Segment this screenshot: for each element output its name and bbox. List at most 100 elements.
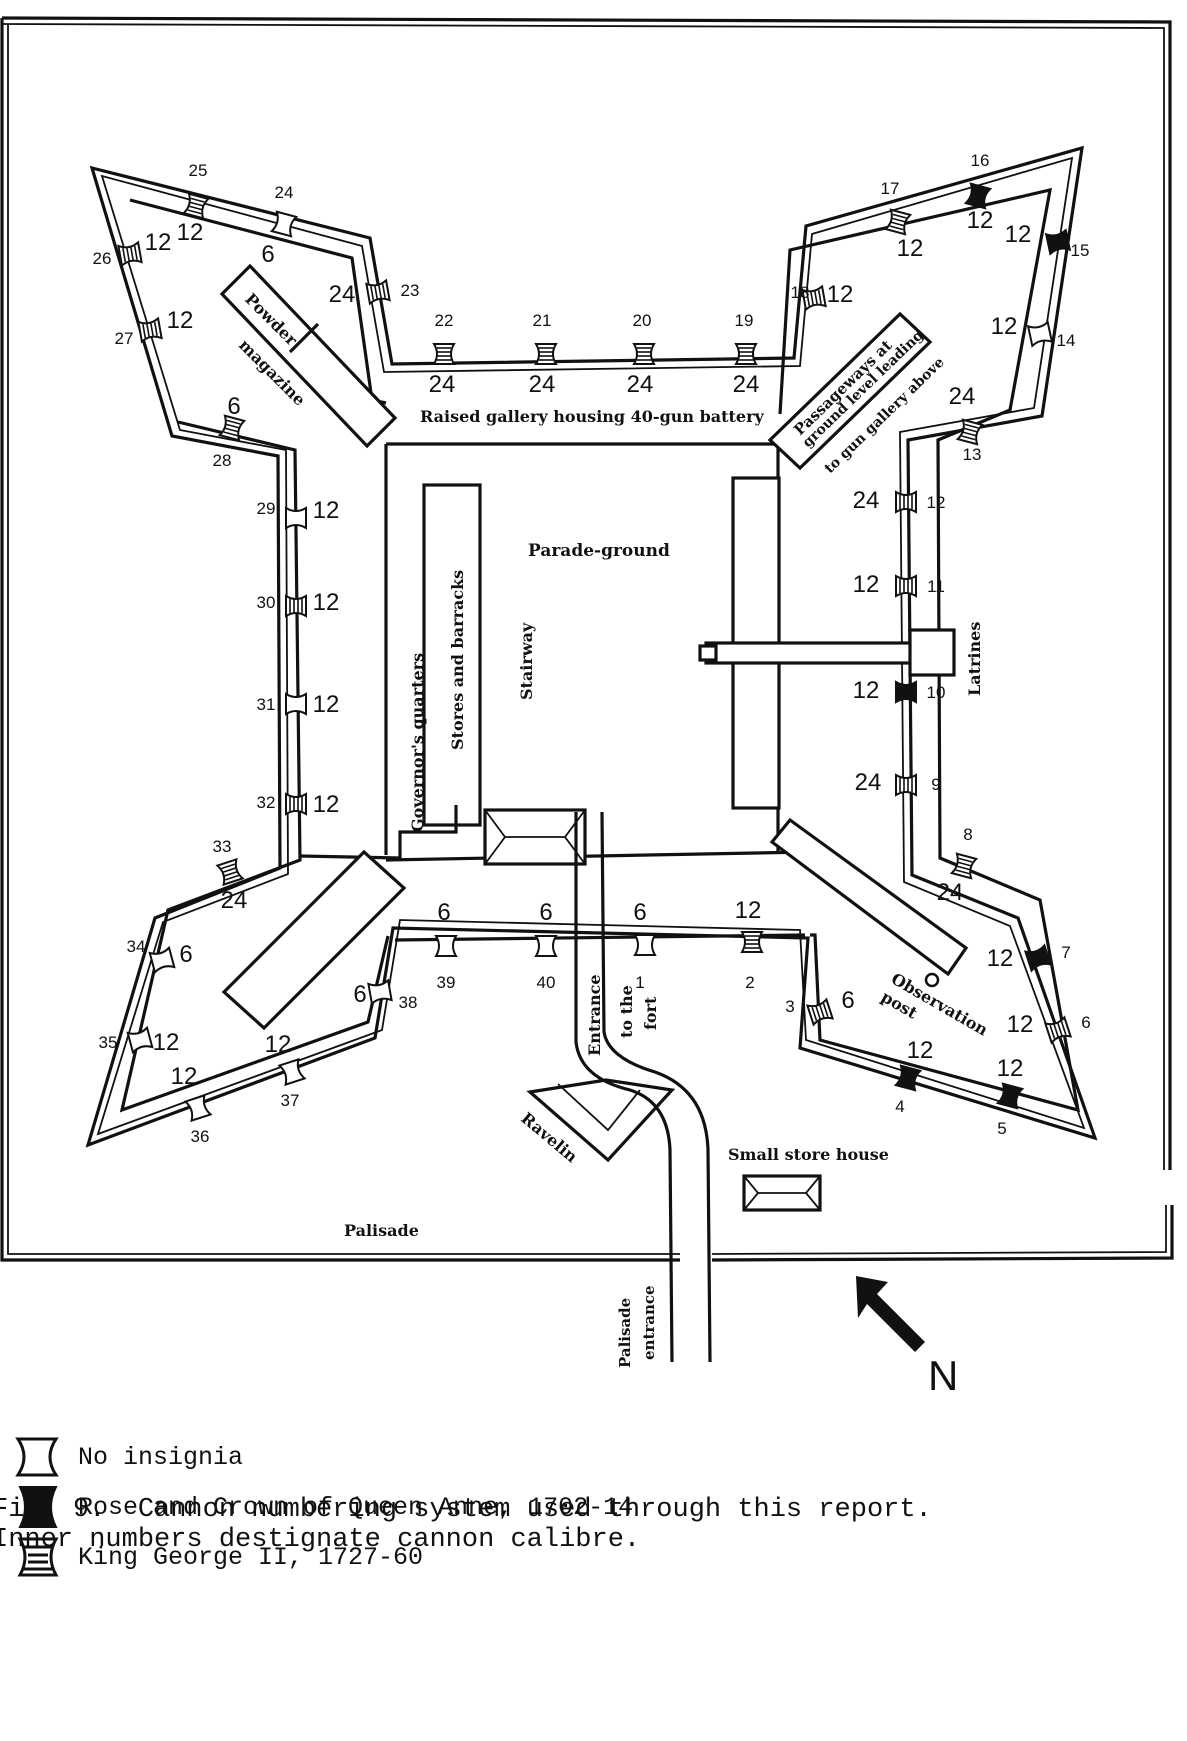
cannon-calibre-label: 12 xyxy=(827,281,854,308)
cannon-number-label: 20 xyxy=(633,311,652,330)
north-label: N xyxy=(928,1352,958,1399)
cannon-calibre-label: 12 xyxy=(987,945,1014,972)
cannon-calibre-label: 6 xyxy=(633,899,646,926)
cannon-calibre-label: 12 xyxy=(313,497,340,524)
cannon-calibre-label: 12 xyxy=(1007,1011,1034,1038)
no-insignia-icon xyxy=(269,210,299,238)
cannon-number-label: 23 xyxy=(401,281,420,300)
cannon-calibre-label: 12 xyxy=(735,897,762,924)
cannon-calibre-label: 24 xyxy=(627,371,654,398)
cannon-calibre-label: 24 xyxy=(329,281,356,308)
no-insignia-icon xyxy=(1026,320,1054,348)
parade-ground-label: Parade-ground xyxy=(528,541,670,561)
king-george-icon xyxy=(632,343,656,365)
palisade-label: Palisade xyxy=(344,1221,419,1240)
legend-label: Rose and Crown of Queen Anne, 1702-14 xyxy=(78,1492,634,1522)
caption-line-1: Fig. 9. Cannon numbering system used thr… xyxy=(0,1495,932,1525)
palisade-entrance-label-1: Palisade xyxy=(616,1298,634,1368)
observation-post-marker xyxy=(924,972,940,988)
king-george-icon xyxy=(285,594,307,618)
cannon-number-label: 30 xyxy=(257,593,276,612)
cannon-calibre-label: 12 xyxy=(907,1037,934,1064)
cannon-calibre-label: 6 xyxy=(179,941,192,968)
cannon-calibre-label: 6 xyxy=(353,981,366,1008)
cannon-number-label: 7 xyxy=(1061,943,1070,962)
cannon-number-label: 36 xyxy=(191,1127,210,1146)
no-insignia-icon xyxy=(15,1437,59,1477)
cannon-number-label: 4 xyxy=(895,1097,904,1116)
king-george-icon xyxy=(534,343,558,365)
legend-label: King George II, 1727-60 xyxy=(78,1542,424,1572)
cannon-calibre-label: 12 xyxy=(853,571,880,598)
cannon-calibre-label: 24 xyxy=(949,383,976,410)
cannon-number-label: 26 xyxy=(93,249,112,268)
rose-crown-icon xyxy=(895,680,917,704)
cannon-calibre-label: 12 xyxy=(167,307,194,334)
cannon-calibre-label: 12 xyxy=(313,691,340,718)
entrance-label-2: to the xyxy=(617,985,636,1038)
cannon-calibre-label: 12 xyxy=(313,791,340,818)
king-george-icon xyxy=(217,414,247,442)
cannon-number-label: 15 xyxy=(1071,241,1090,260)
cannon-calibre-label: 12 xyxy=(313,589,340,616)
latrines xyxy=(698,628,956,677)
cannon-number-label: 22 xyxy=(435,311,454,330)
observation-building xyxy=(769,817,969,977)
cannon-number-label: 21 xyxy=(533,311,552,330)
cannon-calibre-label: 24 xyxy=(529,371,556,398)
cannon-calibre-label: 12 xyxy=(177,219,204,246)
king-george-icon xyxy=(365,278,391,306)
cannon-calibre-label: 12 xyxy=(853,677,880,704)
cannon-calibre-label: 12 xyxy=(153,1029,180,1056)
cannon-number-label: 9 xyxy=(931,775,940,794)
entrance-road xyxy=(574,811,712,1363)
governors-quarters-outline xyxy=(398,805,458,860)
no-insignia-icon xyxy=(367,978,393,1006)
cannon-number-label: 18 xyxy=(791,283,810,302)
rose-crown-icon xyxy=(893,1064,923,1092)
figure-caption: Fig. 9. Cannon numbering system used thr… xyxy=(0,1495,932,1555)
gatehouse xyxy=(483,808,587,866)
north-arrow-icon: N xyxy=(856,1276,958,1399)
cannon-number-label: 17 xyxy=(881,179,900,198)
king-george-icon xyxy=(1043,1015,1073,1045)
king-george-icon xyxy=(285,792,307,816)
cannon-calibre-label: 12 xyxy=(997,1055,1024,1082)
no-insignia-icon xyxy=(148,945,176,975)
southwest-building xyxy=(221,849,407,1031)
entrance-label-3: fort xyxy=(641,996,660,1030)
cannon-calibre-label: 24 xyxy=(855,769,882,796)
king-george-icon xyxy=(883,208,913,236)
cannon-number-label: 27 xyxy=(115,329,134,348)
king-george-icon xyxy=(215,857,245,887)
cannon-number-label: 29 xyxy=(257,499,276,518)
cannon-number-label: 5 xyxy=(997,1119,1006,1138)
no-insignia-icon xyxy=(434,935,458,957)
cannon-number-label: 10 xyxy=(927,683,946,702)
palisade-frame xyxy=(0,16,1174,1262)
no-insignia-icon xyxy=(285,692,307,716)
cannon-calibre-label: 24 xyxy=(733,371,760,398)
cannon-calibre-label: 6 xyxy=(261,241,274,268)
king-george-icon xyxy=(734,343,758,365)
cannon-calibre-label: 12 xyxy=(1005,221,1032,248)
cannon-number-label: 3 xyxy=(785,997,794,1016)
king-george-icon xyxy=(432,343,456,365)
rose-crown-icon xyxy=(963,182,993,210)
legend-item-no-insignia: No insignia xyxy=(14,1432,633,1482)
cannon-number-label: 8 xyxy=(963,825,972,844)
king-george-icon xyxy=(17,1537,59,1577)
cannon-calibre-label: 6 xyxy=(437,899,450,926)
raised-gallery-label: Raised gallery housing 40-gun battery xyxy=(420,407,765,426)
cannon-calibre-label: 12 xyxy=(171,1063,198,1090)
king-george-icon xyxy=(805,997,835,1027)
governors-quarters-label: Governor's quarters xyxy=(408,653,427,832)
king-george-icon xyxy=(895,574,917,598)
king-george-icon xyxy=(949,852,979,880)
cannon-number-label: 33 xyxy=(213,837,232,856)
rose-crown-icon xyxy=(1023,943,1053,973)
cannon-number-label: 14 xyxy=(1057,331,1076,350)
cannon-number-label: 40 xyxy=(537,973,556,992)
legend-item-rose-crown: Rose and Crown of Queen Anne, 1702-14 xyxy=(14,1482,633,1532)
